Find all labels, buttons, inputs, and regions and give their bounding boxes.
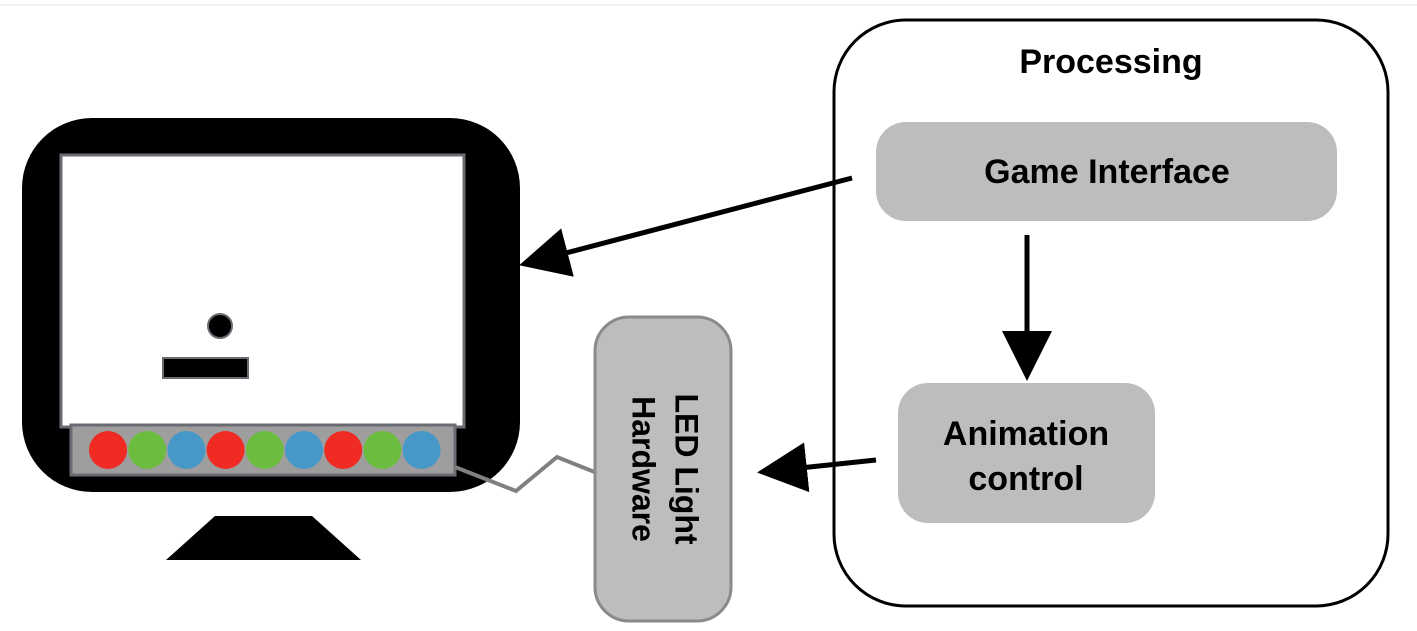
processing-title: Processing <box>1019 43 1202 81</box>
arrow-animation-to-led-hardware <box>757 442 877 493</box>
monitor-screen <box>59 153 466 429</box>
led-dot-blue <box>167 431 206 469</box>
arrow-game-interface-to-monitor <box>519 175 853 277</box>
game-interface-label: Game Interface <box>984 153 1230 191</box>
animation-control-label-line2: control <box>968 460 1083 498</box>
animation-control-label-line1: Animation <box>943 415 1109 453</box>
processing-container: Processing Game Interface Animation cont… <box>832 18 1390 608</box>
led-dot-blue <box>285 431 323 469</box>
game-paddle <box>162 357 249 379</box>
led-dot-red <box>206 431 245 469</box>
led-cable <box>454 454 598 494</box>
led-dot-red <box>89 431 127 469</box>
led-dot-green <box>363 431 402 469</box>
monitor-stand <box>166 516 361 560</box>
led-dot-red <box>324 431 363 469</box>
led-dots <box>89 431 441 469</box>
led-dot-green <box>128 431 167 469</box>
led-hardware-shape <box>593 315 733 623</box>
animation-control-box <box>898 383 1155 523</box>
led-dot-green <box>245 431 284 469</box>
game-interface-box <box>876 122 1337 221</box>
led-hardware-label-line1: LED Light <box>669 393 705 544</box>
game-ball <box>207 313 233 339</box>
monitor <box>22 118 520 560</box>
led-dot-blue <box>402 431 441 469</box>
led-hardware-label-line2: Hardware <box>626 396 662 542</box>
led-hardware-box: LED Light Hardware <box>593 315 733 623</box>
